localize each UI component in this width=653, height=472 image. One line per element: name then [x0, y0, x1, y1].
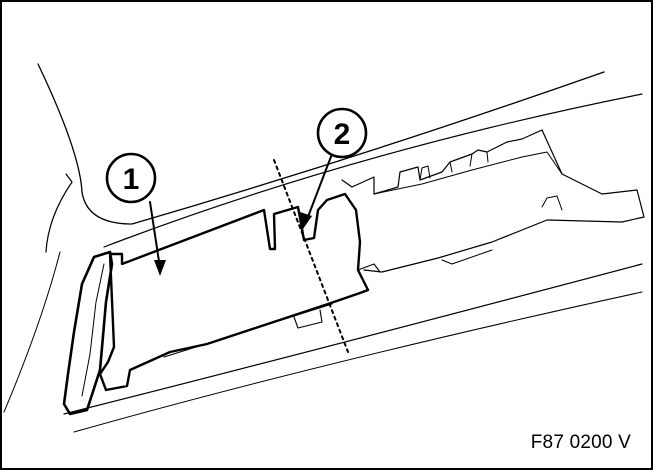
callout-1-circle	[105, 152, 157, 204]
dashboard-lower-edge	[73, 291, 643, 433]
background-bracket-ridge	[373, 151, 563, 195]
callout-1-number: 1	[123, 163, 140, 196]
dashboard-mid-contour	[45, 173, 73, 253]
part-1-panel-lower-rim	[163, 303, 333, 358]
dashboard-inner-curve	[103, 93, 643, 248]
background-bracket-tab	[541, 195, 563, 211]
callout-2-number: 2	[334, 118, 351, 151]
figure-code-label: F87 0200 V	[530, 432, 631, 453]
background-bracket-slot	[441, 249, 493, 265]
dashboard-left-edge	[3, 251, 61, 413]
callout-2-arrowhead	[300, 212, 312, 229]
part-1-panel-step	[357, 263, 381, 273]
dashboard-upper-contour	[37, 63, 605, 225]
callout-1-arrowhead	[154, 260, 166, 276]
background-bracket	[341, 129, 645, 273]
pillar-trim-inner	[81, 263, 105, 397]
callout-2-circle	[316, 107, 368, 159]
callout-1-leader	[149, 201, 161, 269]
pillar-trim	[62, 250, 114, 416]
separation-dotted-line	[273, 159, 349, 353]
background-bracket-notches	[419, 151, 489, 181]
callout-2-leader	[305, 153, 333, 223]
part-1-panel-clip	[293, 309, 323, 329]
dashboard-lower-contour	[63, 263, 643, 415]
part-1-panel-outline	[98, 192, 370, 392]
